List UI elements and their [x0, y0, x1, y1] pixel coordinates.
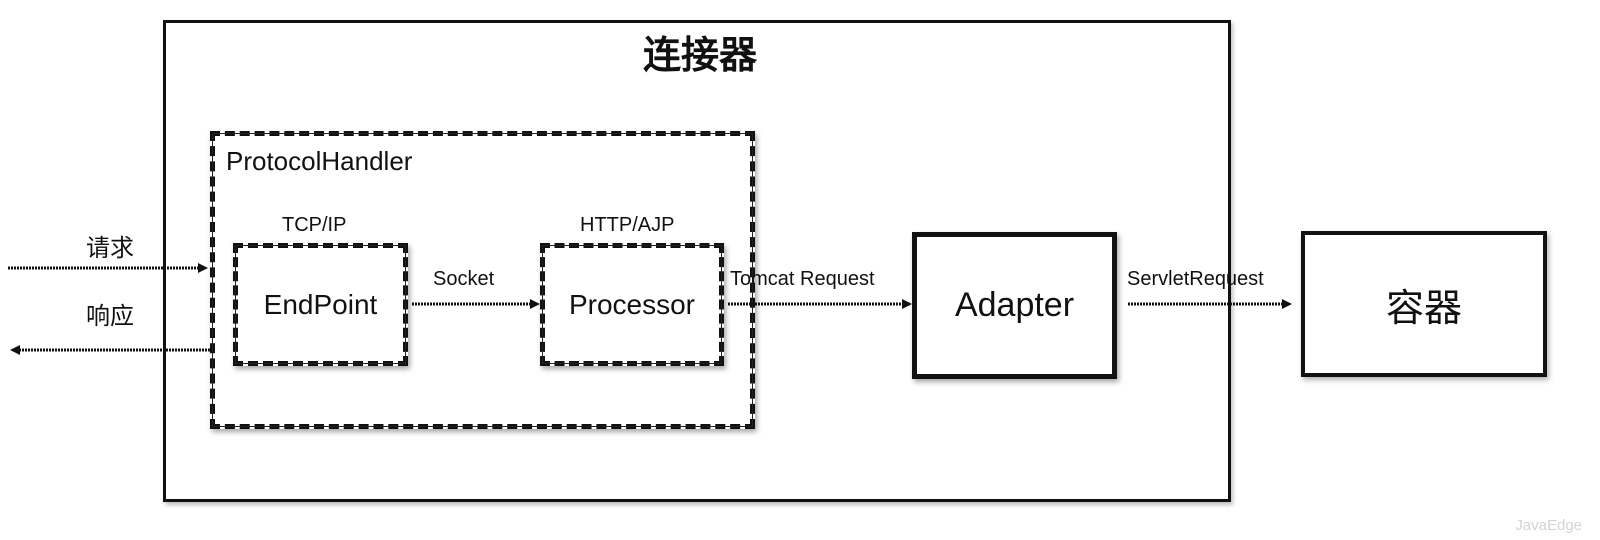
endpoint-label: EndPoint — [263, 288, 378, 320]
response-label: 响应 — [86, 302, 134, 330]
processor-box: Processor — [540, 243, 724, 366]
container-box: 容器 — [1301, 231, 1547, 377]
endpoint-box: EndPoint — [233, 243, 408, 366]
container-label: 容器 — [1385, 285, 1462, 330]
adapter-box: Adapter — [912, 232, 1117, 379]
processor-protocol-label: HTTP/AJP — [580, 214, 675, 236]
servlet-request-label: ServletRequest — [1127, 268, 1264, 290]
processor-label: Processor — [568, 288, 696, 320]
request-label: 请求 — [86, 234, 134, 262]
socket-label: Socket — [433, 268, 495, 290]
tomcat-request-label: Tomcat Request — [730, 268, 875, 290]
connector-title: 连接器 — [643, 33, 758, 77]
protocol-handler-label: ProtocolHandler — [226, 146, 413, 176]
adapter-label: Adapter — [954, 286, 1075, 324]
endpoint-protocol-label: TCP/IP — [282, 214, 347, 236]
watermark: JavaEdge — [1515, 517, 1582, 534]
